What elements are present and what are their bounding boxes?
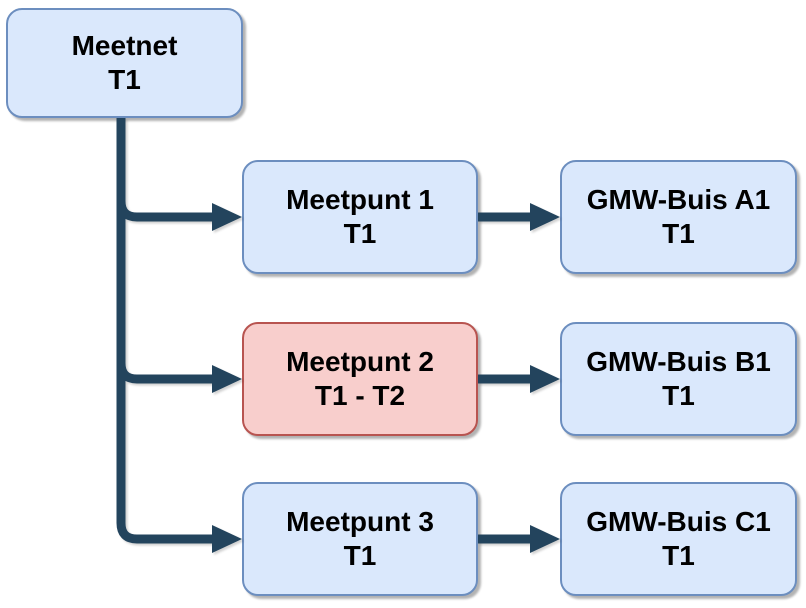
edge-meetnet-meetpunt-1-arrowhead <box>212 203 242 231</box>
edge-meetnet-meetpunt-3-arrowhead <box>212 525 242 553</box>
node-gmw-buis-b1[interactable]: GMW-Buis B1 T1 <box>560 322 797 436</box>
edge-meetnet-meetpunt-1 <box>116 118 214 222</box>
node-label: GMW-Buis A1 <box>586 184 771 215</box>
node-label: Meetpunt 2 <box>286 346 434 377</box>
node-label: GMW-Buis C1 <box>586 506 771 537</box>
node-gmw-buis-a1[interactable]: GMW-Buis A1 T1 <box>560 160 797 274</box>
node-sublabel: T1 <box>662 380 695 411</box>
node-meetnet[interactable]: Meetnet T1 <box>6 8 243 118</box>
node-meetpunt-3[interactable]: Meetpunt 3 T1 <box>242 482 478 596</box>
edge-meetnet-meetpunt-2 <box>116 118 214 384</box>
node-gmw-buis-c1[interactable]: GMW-Buis C1 T1 <box>560 482 797 596</box>
edge-meetnet-meetpunt-3 <box>116 118 214 544</box>
node-label: GMW-Buis B1 <box>586 346 771 377</box>
edge-meetpunt-1-gmw-buis-a1-arrowhead <box>530 203 560 231</box>
node-label: Meetpunt 3 <box>286 506 434 537</box>
node-sublabel: T1 <box>662 218 695 249</box>
edge-meetpunt-2-gmw-buis-b1-arrowhead <box>530 365 560 393</box>
node-sublabel: T1 <box>343 218 377 249</box>
node-sublabel: T1 <box>343 540 377 571</box>
node-meetpunt-2[interactable]: Meetpunt 2 T1 - T2 <box>242 322 478 436</box>
node-label: Meetpunt 1 <box>286 184 434 215</box>
edge-meetnet-meetpunt-2-arrowhead <box>212 365 242 393</box>
node-label: Meetnet <box>71 30 178 61</box>
node-sublabel: T1 <box>662 540 695 571</box>
edge-meetpunt-3-gmw-buis-c1-arrowhead <box>530 525 560 553</box>
node-meetpunt-1[interactable]: Meetpunt 1 T1 <box>242 160 478 274</box>
node-sublabel: T1 - T2 <box>314 380 406 411</box>
node-sublabel: T1 <box>108 64 141 95</box>
